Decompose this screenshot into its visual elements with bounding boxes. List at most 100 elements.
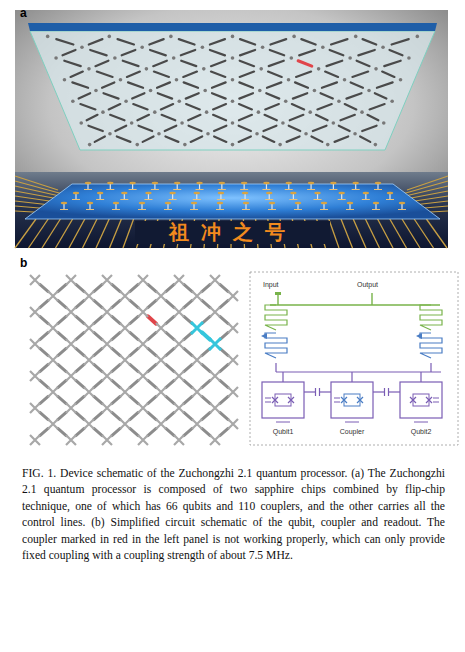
- coupler: [293, 93, 307, 98]
- coupler: [186, 104, 200, 109]
- coupler: [392, 39, 409, 44]
- element-label: Coupler: [322, 428, 382, 436]
- qubit: [231, 78, 235, 82]
- coupler: [166, 380, 174, 387]
- coupler: [112, 380, 120, 387]
- coupler: [325, 72, 338, 77]
- coupler: [58, 284, 66, 291]
- qubit: [317, 67, 321, 71]
- coupler: [94, 300, 102, 307]
- coupler: [97, 72, 113, 77]
- qubit: [180, 121, 184, 125]
- coupler: [335, 136, 349, 141]
- coupler: [220, 316, 228, 323]
- coupler: [40, 316, 48, 323]
- qubit: [120, 419, 130, 429]
- coupler: [266, 93, 279, 98]
- coupler: [40, 396, 48, 403]
- qubit: [124, 100, 128, 104]
- control-line: [123, 219, 134, 248]
- qubit: [30, 403, 40, 413]
- pin-cap: [269, 202, 275, 205]
- pin-cap: [87, 202, 93, 205]
- pin-base: [268, 209, 276, 210]
- qubit: [175, 78, 179, 82]
- coupler: [358, 50, 374, 55]
- qubit: [278, 143, 282, 147]
- coupler: [301, 39, 315, 44]
- qubit: [390, 100, 394, 104]
- element-label: Qubit2: [391, 428, 451, 436]
- qubit: [80, 45, 84, 49]
- coupler: [130, 412, 138, 419]
- coupler: [110, 115, 124, 120]
- control-line: [110, 219, 122, 248]
- coupler: [184, 348, 192, 355]
- qubit: [157, 132, 161, 136]
- control-line: [353, 219, 366, 248]
- qubit: [174, 371, 184, 381]
- coupling-arrow: [416, 333, 422, 339]
- control-line: [341, 219, 353, 248]
- qubit: [261, 45, 265, 49]
- qubit: [353, 132, 357, 136]
- control-line: [96, 219, 109, 248]
- coupler: [377, 82, 393, 87]
- coupler: [165, 136, 178, 141]
- faulty-coupler: [148, 316, 156, 323]
- pin-base: [262, 189, 270, 190]
- coupler: [166, 332, 174, 339]
- pin-cap: [219, 182, 225, 185]
- pin-base: [241, 199, 249, 200]
- coupler: [103, 93, 118, 98]
- coupler: [148, 364, 156, 371]
- coupler: [390, 50, 403, 55]
- coupler: [130, 428, 138, 435]
- port-label: Input: [263, 281, 303, 289]
- coupler: [137, 115, 149, 120]
- panel-label: a: [20, 7, 32, 21]
- coupler: [188, 115, 200, 120]
- qubit: [108, 132, 112, 136]
- coupler: [94, 332, 102, 339]
- coupler: [220, 300, 228, 307]
- coupler: [148, 348, 156, 355]
- feedline: [270, 304, 440, 306]
- input-pad: [275, 292, 281, 295]
- coupler: [132, 93, 144, 98]
- qubit: [174, 403, 184, 413]
- pin-base: [86, 209, 94, 210]
- coupler: [316, 115, 328, 120]
- coupler: [148, 428, 156, 435]
- pin-base: [240, 189, 248, 190]
- coupler: [267, 82, 281, 87]
- qubit: [102, 435, 112, 445]
- pin-base: [289, 199, 297, 200]
- qubit: [231, 121, 235, 125]
- pin-base: [320, 209, 328, 210]
- coupler: [112, 300, 120, 307]
- pin-base: [151, 189, 159, 190]
- pin-cap: [121, 192, 127, 195]
- coupler: [360, 136, 370, 141]
- coupler: [71, 72, 83, 77]
- coupler: [289, 126, 301, 131]
- coupler: [357, 61, 370, 66]
- panel-a-illustration: [15, 10, 448, 248]
- coupler: [56, 39, 73, 44]
- qubit: [321, 45, 325, 49]
- coupler: [130, 332, 138, 339]
- coupler: [202, 412, 210, 419]
- pin-base: [242, 209, 250, 210]
- pin-base: [144, 199, 152, 200]
- qubit: [66, 403, 76, 413]
- coupler: [184, 412, 192, 419]
- coupler: [40, 300, 48, 307]
- coupler: [202, 396, 210, 403]
- pin-base: [216, 209, 224, 210]
- qubit: [149, 89, 153, 93]
- coupler: [317, 104, 331, 109]
- coupler: [370, 104, 385, 109]
- junction: [357, 397, 363, 403]
- pin-cap: [174, 182, 180, 185]
